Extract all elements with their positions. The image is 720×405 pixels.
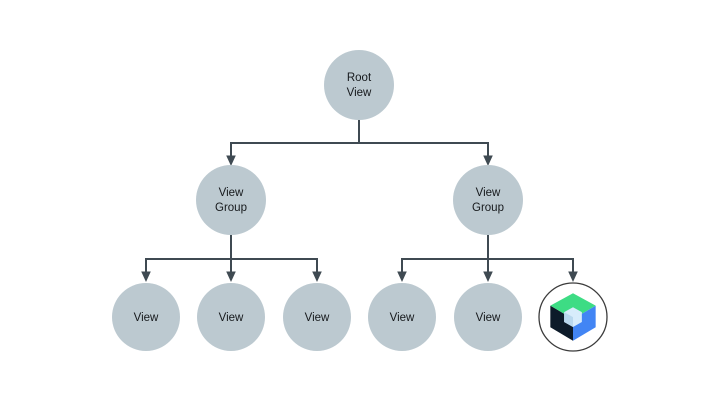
- edge-view-group-left-to-view-3: [230, 235, 322, 282]
- view-leaf-4-node[interactable]: View: [368, 283, 436, 351]
- view-leaf-2-circle[interactable]: [197, 283, 265, 351]
- jetpack-compose-logo-node[interactable]: [538, 282, 608, 352]
- compose-logo-inner-hexagon-shadow: [564, 312, 573, 327]
- view-leaf-2-node[interactable]: View: [197, 283, 265, 351]
- view-leaf-4-label: View: [390, 312, 415, 324]
- view-leaf-1-label: View: [134, 312, 159, 324]
- arrow-head-icon: [226, 155, 236, 166]
- view-group-left-label-line2: Group: [215, 202, 247, 214]
- root-view-label-line1: Root: [347, 72, 372, 84]
- edge-root-to-view-group-left: [226, 120, 360, 166]
- view-group-left-node[interactable]: View Group: [196, 165, 266, 235]
- edge-root-to-view-group-right: [358, 120, 493, 166]
- view-leaf-1-circle[interactable]: [112, 283, 180, 351]
- view-group-right-label-line2: Group: [472, 202, 504, 214]
- view-leaf-3-circle[interactable]: [283, 283, 351, 351]
- view-group-right-circle[interactable]: [453, 165, 523, 235]
- root-view-label-line2: View: [347, 87, 372, 99]
- arrow-head-icon: [312, 271, 322, 282]
- view-leaf-4-circle[interactable]: [368, 283, 436, 351]
- view-leaf-5-node[interactable]: View: [454, 283, 522, 351]
- arrow-head-icon: [226, 271, 236, 282]
- view-leaf-2-label: View: [219, 312, 244, 324]
- view-group-right-node[interactable]: View Group: [453, 165, 523, 235]
- view-leaf-5-label: View: [476, 312, 501, 324]
- compose-logo-left-face: [550, 305, 573, 341]
- view-group-right-label-line1: View: [476, 187, 501, 199]
- arrow-head-icon: [568, 271, 578, 282]
- view-leaf-1-node[interactable]: View: [112, 283, 180, 351]
- edge-view-group-right-to-view-4: [397, 235, 489, 282]
- jetpack-compose-logo: [550, 293, 596, 341]
- view-leaf-3-node[interactable]: View: [283, 283, 351, 351]
- view-group-left-label-line1: View: [219, 187, 244, 199]
- view-leaf-3-label: View: [305, 312, 330, 324]
- root-view-circle[interactable]: [324, 50, 394, 120]
- arrow-head-icon: [483, 271, 493, 282]
- compose-logo-right-face: [573, 305, 596, 341]
- edge-view-group-right-to-compose: [487, 235, 578, 282]
- arrow-head-icon: [397, 271, 407, 282]
- root-view-node[interactable]: Root View: [324, 50, 394, 120]
- view-group-left-circle[interactable]: [196, 165, 266, 235]
- arrow-head-icon: [483, 155, 493, 166]
- compose-logo-top-face: [550, 293, 596, 320]
- edge-view-group-left-to-view-1: [141, 235, 232, 282]
- view-leaf-5-circle[interactable]: [454, 283, 522, 351]
- arrow-head-icon: [141, 271, 151, 282]
